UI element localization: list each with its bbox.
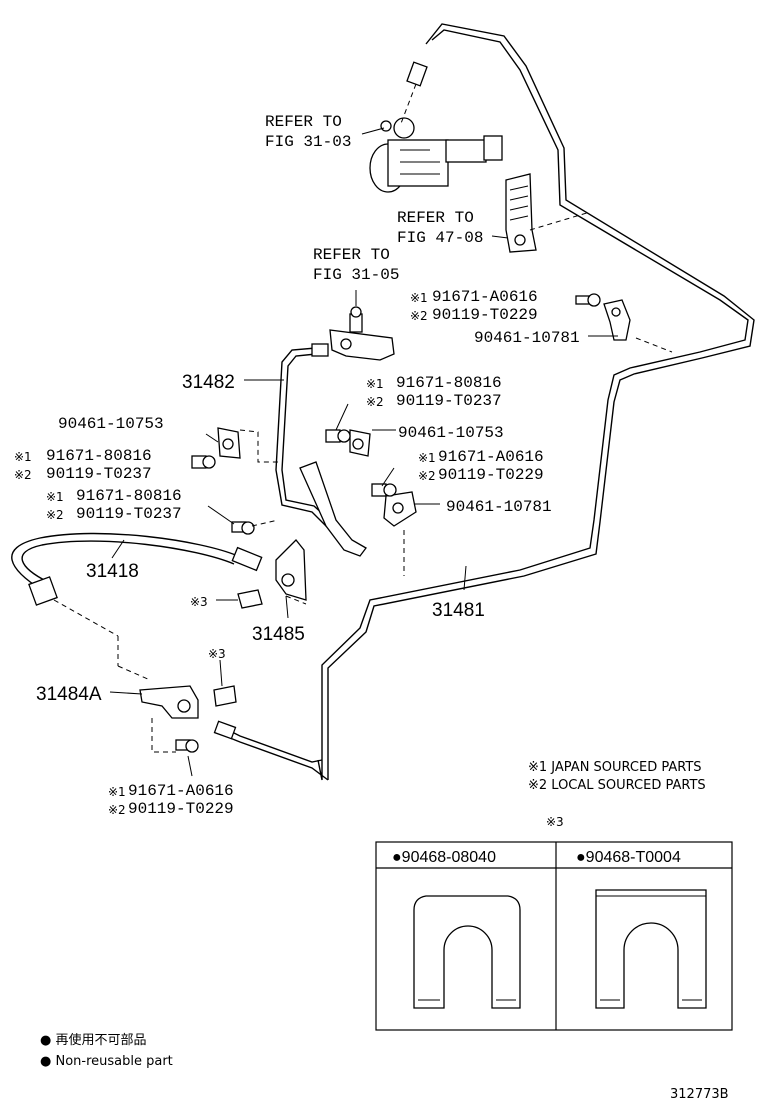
svg-text:90119-T0237: 90119-T0237 (76, 505, 182, 523)
svg-text:● 再使用不可部品: ● 再使用不可部品 (40, 1032, 146, 1048)
bolt-group-middle: ※1 91671-80816 ※2 90119-T0237 (366, 374, 502, 410)
svg-text:● Non-reusable part: ● Non-reusable part (40, 1054, 173, 1069)
leader-lines (53, 83, 673, 777)
mount-bracket (299, 461, 367, 557)
svg-text:※1: ※1 (418, 451, 436, 465)
clamp-lower-label: 90461-10781 (446, 498, 552, 516)
union-fitting (329, 306, 395, 361)
svg-text:90119-T0237: 90119-T0237 (46, 465, 152, 483)
master-cylinder (369, 117, 503, 193)
clip-mark-a: ※3 (190, 595, 208, 609)
table-mark: ※3 (546, 815, 564, 829)
svg-text:REFER TO: REFER TO (265, 113, 342, 131)
clip-mark-b: ※3 (208, 647, 226, 661)
table-col2-header: ●90468-T0004 (576, 849, 681, 866)
svg-text:※2: ※2 (418, 469, 436, 483)
bracket-31484A-label: 31484A (36, 684, 102, 705)
clip-90468-T0004 (595, 889, 707, 1009)
svg-text:91671-80816: 91671-80816 (46, 447, 152, 465)
bracket-fig-47-08 (505, 173, 537, 253)
svg-text:※2: ※2 (14, 468, 32, 482)
clip-90468-08040 (413, 895, 521, 1009)
bolt-group-left: ※1 91671-80816 ※2 90119-T0237 (14, 447, 152, 483)
clip-variant-table: ●90468-08040 ●90468-T0004 (375, 841, 733, 1031)
ref-fig-31-05: REFER TO FIG 31-05 (313, 246, 399, 284)
line-31481-label: 31481 (432, 600, 485, 621)
hose-31418-label: 31418 (86, 561, 139, 582)
svg-text:※1: ※1 (14, 450, 32, 464)
bracket-31485 (237, 539, 307, 609)
svg-text:※1: ※1 (410, 291, 428, 305)
svg-text:FIG 31-03: FIG 31-03 (265, 133, 351, 151)
clamp-mid (325, 429, 371, 457)
svg-text:※2 LOCAL SOURCED PARTS: ※2 LOCAL SOURCED PARTS (528, 778, 706, 793)
clamp-lower (371, 483, 417, 527)
svg-text:REFER TO: REFER TO (313, 246, 390, 264)
svg-text:※1: ※1 (366, 377, 384, 391)
svg-text:91671-A0616: 91671-A0616 (128, 782, 234, 800)
bolt-group-hose: ※1 91671-80816 ※2 90119-T0237 (46, 487, 182, 523)
legend: ● 再使用不可部品 ● Non-reusable part (40, 1032, 173, 1069)
clamp-mid-label: 90461-10753 (398, 424, 504, 442)
clamp-left (191, 427, 241, 469)
bracket-31484A (139, 685, 237, 753)
svg-text:※2: ※2 (108, 803, 126, 817)
diagram-id: 312773B (670, 1087, 729, 1102)
svg-text:REFER TO: REFER TO (397, 209, 474, 227)
ref-fig-47-08: REFER TO FIG 47-08 (397, 209, 483, 247)
svg-text:91671-80816: 91671-80816 (76, 487, 182, 505)
svg-text:※2: ※2 (410, 309, 428, 323)
bolt-group-upper-right: ※1 91671-A0616 ※2 90119-T0229 (410, 288, 538, 324)
svg-text:90119-T0229: 90119-T0229 (432, 306, 538, 324)
svg-text:FIG 31-05: FIG 31-05 (313, 266, 399, 284)
svg-text:91671-A0616: 91671-A0616 (432, 288, 538, 306)
bolt-group-bottom: ※1 91671-A0616 ※2 90119-T0229 (108, 782, 234, 818)
clamp-upper-right-label: 90461-10781 (474, 329, 580, 347)
line-31482-label: 31482 (182, 372, 235, 393)
svg-text:※2: ※2 (366, 395, 384, 409)
clamp-upper-right (575, 293, 631, 341)
svg-text:90119-T0229: 90119-T0229 (128, 800, 234, 818)
clamp-left-label: 90461-10753 (58, 415, 164, 433)
clutch-line-31481 (213, 23, 755, 781)
svg-text:90119-T0237: 90119-T0237 (396, 392, 502, 410)
sourcing-notes: ※1 JAPAN SOURCED PARTS ※2 LOCAL SOURCED … (528, 760, 706, 793)
svg-text:91671-A0616: 91671-A0616 (438, 448, 544, 466)
table-col1-header: ●90468-08040 (392, 849, 496, 866)
svg-text:90119-T0229: 90119-T0229 (438, 466, 544, 484)
hose-31418 (11, 532, 263, 606)
bolt-31485 (231, 521, 255, 535)
svg-text:※1: ※1 (46, 490, 64, 504)
svg-text:FIG 47-08: FIG 47-08 (397, 229, 483, 247)
svg-text:※1: ※1 (108, 785, 126, 799)
svg-text:※1 JAPAN SOURCED PARTS: ※1 JAPAN SOURCED PARTS (528, 760, 702, 775)
bolt-group-mid-lower: ※1 91671-A0616 ※2 90119-T0229 (418, 448, 544, 484)
clutch-line-31482 (275, 343, 335, 531)
bracket-31485-label: 31485 (252, 624, 305, 645)
svg-text:※2: ※2 (46, 508, 64, 522)
ref-fig-31-03: REFER TO FIG 31-03 (265, 113, 351, 151)
svg-text:91671-80816: 91671-80816 (396, 374, 502, 392)
